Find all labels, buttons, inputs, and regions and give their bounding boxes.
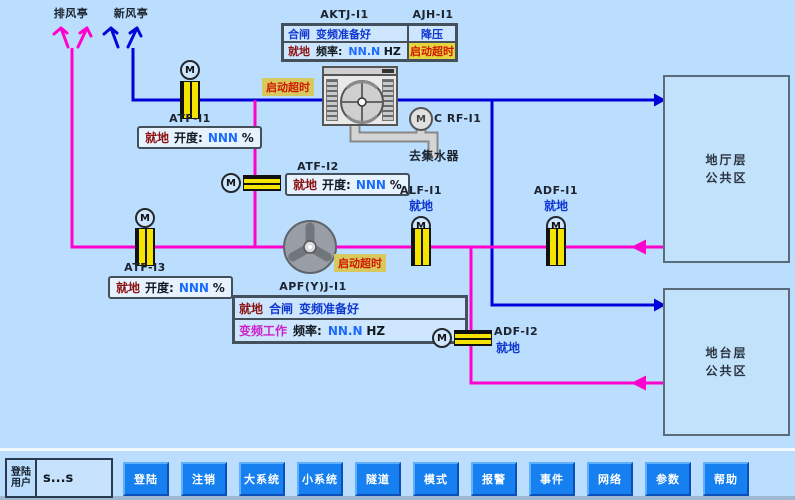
atf2-motor-icon: M xyxy=(221,173,241,193)
tunnel-button[interactable]: 隧道 xyxy=(355,462,401,496)
exhaust-pavilion-arrows-icon xyxy=(52,26,93,49)
pump-label: C RF-I1 xyxy=(434,112,482,125)
login-user-field[interactable]: s...s xyxy=(37,460,111,496)
fresh-air-arrow-platform xyxy=(654,298,666,312)
exhaust-arrow-hall xyxy=(631,239,646,255)
fan-row1: 就地 合闸 变频准备好 xyxy=(234,297,466,319)
adf2-label: ADF-I2 xyxy=(494,325,539,338)
ahu-breaker-status: 合闸 xyxy=(288,27,310,41)
ahu-status-panel: 合闸 变频准备好 降压 就地 频率: NN.N HZ 启动超时 xyxy=(281,23,458,62)
help-button[interactable]: 帮助 xyxy=(703,462,749,496)
ahu-alarm-tag: 启动超时 xyxy=(262,78,314,96)
ahu-fan-icon xyxy=(340,80,384,124)
bottom-toolbar: 登陆 用户 s...s 登陆 注销 大系统 小系统 隧道 模式 报警 事件 网络… xyxy=(0,448,795,500)
ahu-header-left: AKTJ-I1 xyxy=(320,8,369,21)
ahu-breaker-cell: 合闸 变频准备好 xyxy=(283,25,408,42)
ahu-mode: 就地 xyxy=(288,45,310,58)
fresh-pavilion-label: 新风亭 xyxy=(113,7,149,20)
atf1-motor-icon: M xyxy=(180,60,200,80)
fresh-air-arrow-hall xyxy=(654,93,666,107)
fresh-pavilion-arrows-icon xyxy=(102,26,143,49)
mode-button[interactable]: 模式 xyxy=(413,462,459,496)
damper-atf-i3[interactable] xyxy=(135,228,155,266)
atf3-status-box: 就地 开度: NNN % xyxy=(108,276,233,299)
fan-label: APF(Y)J-I1 xyxy=(279,280,347,293)
small-system-button[interactable]: 小系统 xyxy=(297,462,343,496)
big-system-button[interactable]: 大系统 xyxy=(239,462,285,496)
fan-alarm-tag: 启动超时 xyxy=(334,254,386,272)
ajh-alarm-cell: 启动超时 xyxy=(408,42,456,60)
ahu-freq-unit: HZ xyxy=(383,44,401,58)
damper-atf-i1[interactable] xyxy=(180,81,200,119)
zone-platform: 地台层 公共区 xyxy=(663,288,790,436)
atf1-label: ATF-I1 xyxy=(169,112,211,125)
logout-button[interactable]: 注销 xyxy=(181,462,227,496)
login-user-caption: 登陆 用户 xyxy=(7,460,37,496)
event-button[interactable]: 事件 xyxy=(529,462,575,496)
damper-alf-i1[interactable] xyxy=(411,228,431,266)
ahu-freq-value: NN.N xyxy=(348,44,381,58)
adf2-mode: 就地 xyxy=(496,341,521,355)
fresh-air-lines xyxy=(131,48,654,307)
alarm-button[interactable]: 报警 xyxy=(471,462,517,496)
ahu-frequency-cell: 就地 频率: NN.N HZ xyxy=(283,42,408,60)
atf2-label: ATF-I2 xyxy=(297,160,339,173)
exhaust-pavilion-label: 排风亭 xyxy=(53,7,89,20)
damper-adf-i1[interactable] xyxy=(546,228,566,266)
atf1-status-box: 就地 开度: NNN % xyxy=(137,126,262,149)
ajh-alarm: 启动超时 xyxy=(410,45,454,58)
adf2-motor-icon: M xyxy=(432,328,452,348)
exhaust-fan-icon[interactable] xyxy=(282,219,338,275)
pump-motor-letter: M xyxy=(416,113,426,125)
ajh-status: 降压 xyxy=(421,27,443,41)
adf1-label: ADF-I1 xyxy=(533,184,579,197)
ventilation-diagram: 排风亭 新风亭 AKTJ-I1 AJH-I1 合闸 变频准备好 降压 就地 频率… xyxy=(52,7,790,436)
ahu-left-louver-icon xyxy=(326,79,338,121)
piping-lines xyxy=(52,26,666,391)
damper-adf-i2[interactable] xyxy=(454,330,492,346)
ahu-header-right: AJH-I1 xyxy=(412,8,454,21)
atf2-status-box: 就地 开度: NNN % xyxy=(285,173,410,196)
atf3-motor-icon: M xyxy=(135,208,155,228)
params-button[interactable]: 参数 xyxy=(645,462,691,496)
toolbar-buttons: 登陆 注销 大系统 小系统 隧道 模式 报警 事件 网络 参数 帮助 xyxy=(123,462,749,496)
zone-hall: 地厅层 公共区 xyxy=(663,75,790,263)
exhaust-lines xyxy=(70,48,663,385)
drain-pump[interactable]: M xyxy=(409,107,433,131)
drain-note: 去集水器 xyxy=(408,149,459,163)
login-user-box: 登陆 用户 s...s xyxy=(5,458,113,498)
ahu-ready-status: 变频准备好 xyxy=(316,27,371,41)
ahu-top-panel xyxy=(324,68,396,76)
alf1-label: ALF-I1 xyxy=(399,184,442,197)
damper-atf-i2[interactable] xyxy=(243,175,281,191)
ajh-status-cell: 降压 xyxy=(408,25,456,42)
login-button[interactable]: 登陆 xyxy=(123,462,169,496)
exhaust-arrow-platform xyxy=(631,375,646,391)
ahu-freq-label: 频率: xyxy=(316,45,343,58)
adf1-mode: 就地 xyxy=(543,199,568,213)
atf3-label: ATF-I3 xyxy=(124,261,166,274)
alf1-mode: 就地 xyxy=(408,199,433,213)
network-button[interactable]: 网络 xyxy=(587,462,633,496)
ahu-unit[interactable] xyxy=(322,66,398,126)
